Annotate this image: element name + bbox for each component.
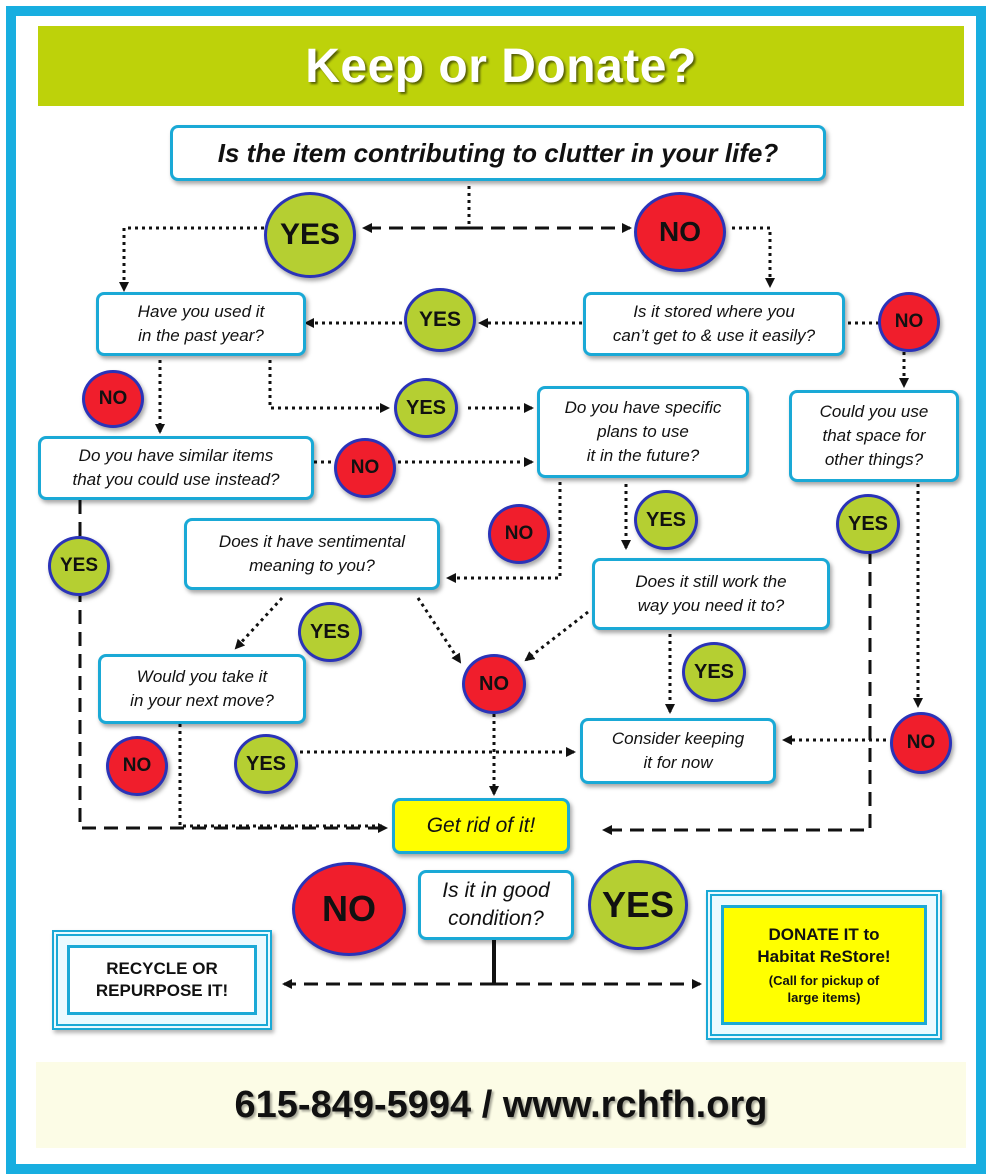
answer-no-circle: NO [334, 438, 396, 498]
answer-yes-circle: YES [264, 192, 356, 278]
question-use-space: Could you use that space for other thing… [789, 390, 959, 482]
question-similar-items: Do you have similar items that you could… [38, 436, 314, 500]
answer-yes-circle: YES [404, 288, 476, 352]
connector [178, 724, 386, 828]
answer-yes-circle: YES [588, 860, 688, 950]
connector [119, 226, 264, 292]
answer-yes-circle: YES [234, 734, 298, 794]
outcome-get-rid: Get rid of it! [392, 798, 570, 854]
answer-yes-circle: YES [836, 494, 900, 554]
question-next-move: Would you take it in your next move? [98, 654, 306, 724]
answer-no-circle: NO [462, 654, 526, 714]
connector [78, 500, 388, 833]
answer-no-circle: NO [890, 712, 952, 774]
recycle-outcome-frame: RECYCLE OR REPURPOSE IT! [52, 930, 272, 1030]
title-banner: Keep or Donate? [38, 26, 964, 106]
answer-yes-circle: YES [298, 602, 362, 662]
contact-info: 615-849-5994 / www.rchfh.org [234, 1083, 768, 1126]
footer-contact-bar: 615-849-5994 / www.rchfh.org [36, 1062, 966, 1148]
connector [234, 596, 284, 650]
question-used-past-year: Have you used it in the past year? [96, 292, 306, 356]
donate-note: (Call for pickup of large items) [768, 973, 880, 1005]
answer-no-circle: NO [488, 504, 550, 564]
connector [268, 360, 390, 413]
answer-no-circle: NO [106, 736, 168, 796]
page-title: Keep or Donate? [305, 39, 697, 93]
outcome-consider-keeping: Consider keeping it for now [580, 718, 776, 784]
connector [732, 226, 775, 288]
answer-yes-circle: YES [394, 378, 458, 438]
question-stored-where: Is it stored where you can’t get to & us… [583, 292, 845, 356]
question-sentimental: Does it have sentimental meaning to you? [184, 518, 440, 590]
connector [416, 597, 462, 664]
donate-panel: DONATE IT to Habitat ReStore! (Call for … [721, 905, 927, 1025]
question-still-work: Does it still work the way you need it t… [592, 558, 830, 630]
answer-no-circle: NO [82, 370, 144, 428]
answer-no-circle: NO [878, 292, 940, 352]
question-specific-plans: Do you have specific plans to use it in … [537, 386, 749, 478]
answer-yes-circle: YES [48, 536, 110, 596]
answer-no-circle: NO [634, 192, 726, 272]
answer-yes-circle: YES [634, 490, 698, 550]
question-good-condition: Is it in good condition? [418, 870, 574, 940]
connector [524, 610, 589, 662]
donate-outcome-frame: DONATE IT to Habitat ReStore! (Call for … [706, 890, 942, 1040]
recycle-label: RECYCLE OR REPURPOSE IT! [67, 945, 257, 1015]
answer-no-circle: NO [292, 862, 406, 956]
connector [602, 550, 872, 835]
answer-yes-circle: YES [682, 642, 746, 702]
question-clutter: Is the item contributing to clutter in y… [170, 125, 826, 181]
connector [446, 482, 562, 583]
donate-label: DONATE IT to Habitat ReStore! [757, 925, 891, 966]
